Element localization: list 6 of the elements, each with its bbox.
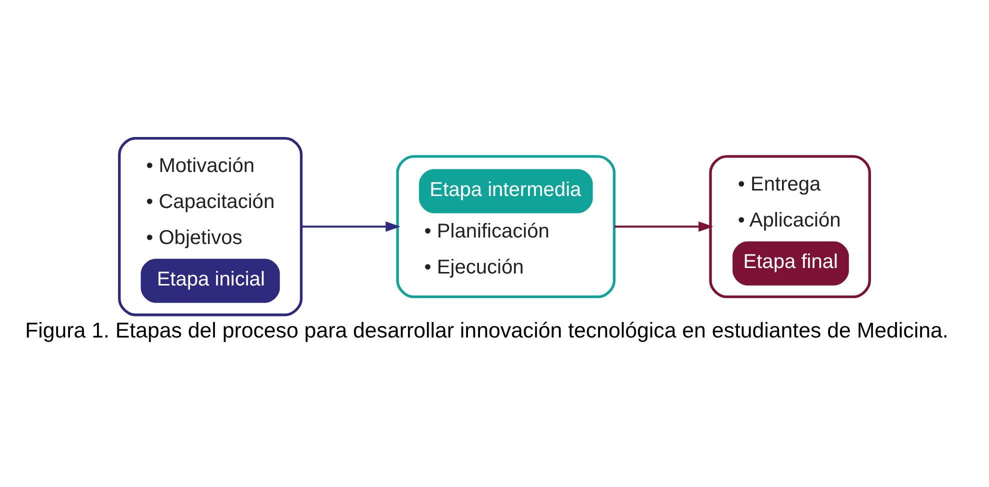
node-box: • Entrega • Aplicación Etapa final <box>709 154 871 298</box>
node-box: Etapa intermedia • Planificación • Ejecución <box>396 154 616 298</box>
node-box: • Motivación • Capacitación • Objetivos Etapa inicial <box>118 136 303 316</box>
arrow <box>614 220 714 232</box>
caption: Figura 1. Etapas del proceso para desarrollar innovación tecnológica en estudiantes de Medicina. <box>25 318 948 342</box>
arrow <box>302 220 400 232</box>
